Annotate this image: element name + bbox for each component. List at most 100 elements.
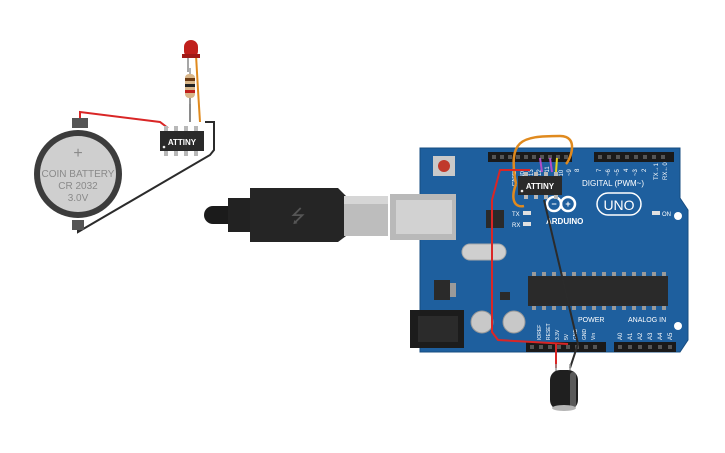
usb-socket-inner xyxy=(396,200,452,234)
svg-text:−: − xyxy=(551,199,556,209)
usb-plug-sleeve-shade xyxy=(344,196,388,204)
pin-label-3v3: 3.3V xyxy=(555,329,561,340)
analog-header xyxy=(614,342,676,352)
mount-hole-2 xyxy=(674,322,682,330)
wire-yellow[interactable] xyxy=(555,157,558,173)
wire-black-cap[interactable] xyxy=(543,199,580,369)
wire-red-reset[interactable] xyxy=(491,169,569,345)
pin-label-tx1: TX→1 xyxy=(654,162,660,180)
chip-dot xyxy=(162,145,166,149)
battery-clip-top xyxy=(72,118,88,128)
usb-cable[interactable]: ⭍ xyxy=(204,188,388,242)
pin-label-a3: A3 xyxy=(648,332,654,340)
board-chip-label: ATTINY xyxy=(526,182,555,191)
pin-label-10: ~10 xyxy=(559,169,565,180)
battery-plus: + xyxy=(73,145,82,162)
analog-in-label: ANALOG IN xyxy=(628,317,666,324)
main-mcu xyxy=(528,276,668,306)
tx-led xyxy=(523,211,531,215)
wire-purple-1[interactable] xyxy=(539,157,543,173)
cap-top xyxy=(552,405,576,411)
digital-label: DIGITAL (PWM~) xyxy=(582,179,644,188)
regulator-tab xyxy=(450,283,456,297)
pin-label-a5: A5 xyxy=(668,332,674,340)
board-chip-pins xyxy=(524,172,558,199)
usb-chip xyxy=(486,210,504,228)
resistor-band-3 xyxy=(185,90,195,93)
led[interactable] xyxy=(182,40,200,72)
regulator xyxy=(434,280,450,300)
pin-label-a4: A4 xyxy=(658,332,664,340)
pin-label-vin: Vin xyxy=(591,333,597,340)
pin-label-gnd2: GND xyxy=(582,329,588,341)
battery-cell xyxy=(40,136,116,212)
mount-hole-1 xyxy=(674,212,682,220)
wire-orange-loop[interactable] xyxy=(512,134,574,185)
wire-orange-led[interactable] xyxy=(195,54,201,123)
pin-label-2: 2 xyxy=(642,168,648,172)
cap-stripe xyxy=(570,372,576,408)
tx-label: TX xyxy=(512,212,520,218)
pin-label-a2: A2 xyxy=(638,332,644,340)
analog-pin-labels: A0 A1 A2 A3 A4 A5 xyxy=(618,332,674,340)
battery-line-3: 3.0V xyxy=(68,193,89,204)
rx-label: RX xyxy=(512,223,520,229)
chip-pins-bottom xyxy=(164,150,198,156)
resistor-band-1 xyxy=(185,78,195,81)
battery-line-2: CR 2032 xyxy=(58,181,98,192)
battery-line-1: COIN BATTERY xyxy=(42,169,115,180)
battery-clip-bottom xyxy=(72,220,84,230)
led-base xyxy=(182,54,200,58)
brand-label: ARDUINO xyxy=(546,217,583,226)
power-label: POWER xyxy=(578,317,604,324)
arduino-uno[interactable]: 13 12 ~11 ~10 ~9 8 7 ~6 ~5 4 ~3 2 TX→1 R… xyxy=(390,147,689,353)
usb-cable-ribs xyxy=(228,198,250,232)
wire-orange-loop-2[interactable] xyxy=(512,183,525,208)
usb-icon: ⭍ xyxy=(291,206,306,226)
digital-pin-labels: 13 12 ~11 ~10 ~9 8 7 ~6 ~5 4 ~3 2 TX→1 R… xyxy=(529,162,669,180)
led-body xyxy=(184,40,198,58)
chip-label: ATTINY xyxy=(168,138,197,147)
power-jack-inner xyxy=(418,316,458,342)
pin-label-11: ~11 xyxy=(545,166,551,176)
svg-text:+: + xyxy=(565,199,570,209)
rx-led xyxy=(523,222,531,226)
pin-label-5: ~5 xyxy=(615,168,621,176)
pin-label-8: 8 xyxy=(575,168,581,172)
pin-label-5v: 5V xyxy=(564,333,570,340)
onboard-capacitor-2 xyxy=(502,310,526,334)
pin-label-7: 7 xyxy=(597,168,603,172)
resistor-band-2 xyxy=(185,84,195,87)
on-led xyxy=(652,211,660,215)
wire-purple-2[interactable] xyxy=(549,157,553,173)
onboard-capacitor-1 xyxy=(470,310,494,334)
pin-label-12: 12 xyxy=(537,169,543,176)
attiny-chip-on-board[interactable]: ATTINY xyxy=(518,172,562,199)
electrolytic-capacitor[interactable] xyxy=(550,364,578,411)
pin-label-reset: RESET xyxy=(546,323,552,340)
crystal xyxy=(461,243,507,261)
pin-label-13: 13 xyxy=(529,169,535,176)
uno-badge xyxy=(596,192,642,216)
reset-button[interactable] xyxy=(438,160,450,172)
pin-label-4: 4 xyxy=(624,168,630,172)
pin-label-3: ~3 xyxy=(633,168,639,176)
resistor[interactable] xyxy=(185,68,195,104)
board-chip-body xyxy=(518,176,562,195)
l-label: L xyxy=(512,182,516,188)
wire-red-battery[interactable] xyxy=(79,110,169,129)
chip-body xyxy=(160,131,204,151)
attiny-chip-standalone[interactable]: ATTINY xyxy=(160,126,204,156)
pin-label-a1: A1 xyxy=(628,332,634,340)
wire-black-battery[interactable] xyxy=(77,121,215,234)
chip-pins-top xyxy=(164,126,198,132)
board-chip-dot xyxy=(520,189,524,193)
usb-plug-body xyxy=(250,188,346,242)
digital-header-a xyxy=(488,152,572,162)
pin-label-a0: A0 xyxy=(618,332,624,340)
uno-label: UNO xyxy=(603,197,634,213)
on-label: ON xyxy=(662,212,671,218)
coin-battery[interactable]: + COIN BATTERY CR 2032 3.0V xyxy=(34,118,122,230)
pin-label-rx0: RX←0 xyxy=(663,162,669,180)
